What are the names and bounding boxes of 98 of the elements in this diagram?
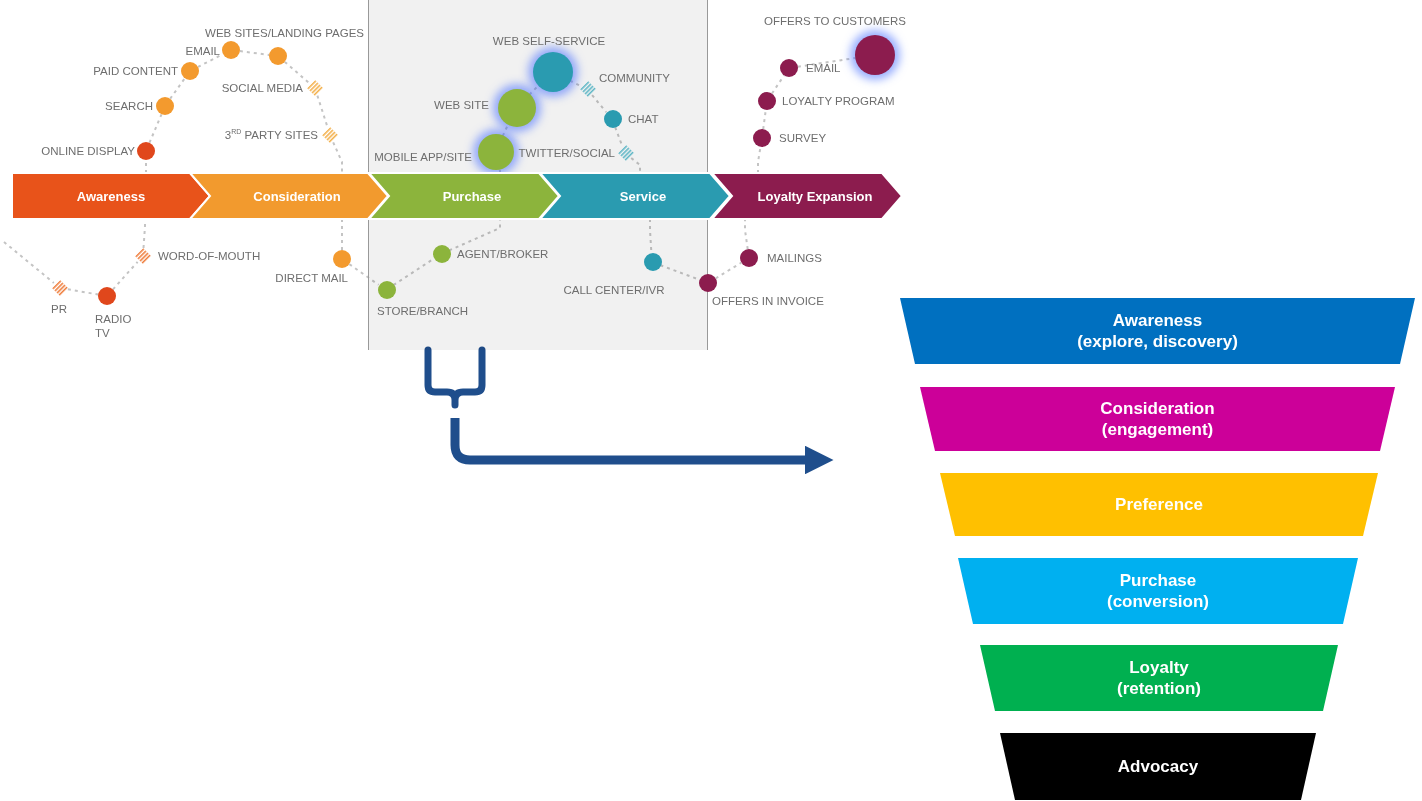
channel-label: PAID CONTENT xyxy=(93,64,178,78)
channel-label: CALL CENTER/IVR xyxy=(563,283,665,297)
funnel-stage xyxy=(940,473,1378,536)
hatched-channel-marker xyxy=(135,248,151,264)
channel-dot xyxy=(222,41,240,59)
funnel-stage xyxy=(900,298,1415,364)
dashed-connector xyxy=(448,218,501,252)
funnel-stage-title: Awareness xyxy=(1112,310,1203,331)
dashed-connector xyxy=(501,124,509,137)
channel-label: LOYALTY PROGRAM xyxy=(782,94,895,108)
hatched-channel-marker xyxy=(307,80,323,96)
dashed-connector xyxy=(714,261,743,280)
channel-label: COMMUNITY xyxy=(599,71,670,85)
channel-label: WEB SITES/LANDING PAGES xyxy=(205,26,364,40)
funnel-stage xyxy=(920,387,1395,451)
channel-dot xyxy=(378,281,396,299)
channel-dot xyxy=(433,245,451,263)
channel-dot xyxy=(137,142,155,160)
funnel-stage-subtitle: (engagement) xyxy=(1101,419,1214,440)
channel-dot xyxy=(181,62,199,80)
dashed-connector xyxy=(169,77,186,100)
channel-label: WEB SITE xyxy=(434,98,489,112)
channel-dot xyxy=(533,52,573,92)
channel-label: STORE/BRANCH xyxy=(377,304,469,318)
channel-label: OFFERS TO CUSTOMERS xyxy=(764,14,906,28)
funnel-stage xyxy=(958,558,1358,624)
dashed-connector xyxy=(744,218,749,251)
channel-label: ONLINE DISPLAY xyxy=(41,144,135,158)
hatched-channel-marker xyxy=(52,280,68,296)
channel-dot xyxy=(855,35,895,75)
funnel-stage-subtitle: (conversion) xyxy=(1107,591,1209,612)
dashed-connector xyxy=(3,241,55,284)
channel-dot xyxy=(753,129,771,147)
hatched-channel-marker xyxy=(580,81,596,97)
dashed-connector xyxy=(341,218,343,251)
channel-dot xyxy=(644,253,662,271)
stage-label: Awareness xyxy=(76,188,146,204)
dashed-connector xyxy=(528,85,539,96)
channel-label: SOCIAL MEDIA xyxy=(221,81,303,95)
dashed-connector xyxy=(148,113,163,144)
dashed-connector xyxy=(66,288,100,296)
channel-dot xyxy=(699,274,717,292)
dashed-connector xyxy=(238,50,271,56)
funnel-stage-title: Preference xyxy=(1115,494,1203,515)
channel-label: EMAIL xyxy=(806,61,841,75)
channel-dot xyxy=(478,134,514,170)
stage-label: Loyalty Expansion xyxy=(757,188,873,204)
stage-label: Service xyxy=(619,188,667,204)
dashed-connector xyxy=(112,260,139,291)
funnel-stage xyxy=(1000,733,1316,800)
funnel-stage-title: Purchase xyxy=(1119,570,1197,591)
funnel-stage-title: Consideration xyxy=(1100,398,1215,419)
channel-dot xyxy=(758,92,776,110)
hatched-channel-marker xyxy=(322,127,338,143)
hatched-channel-marker xyxy=(618,145,634,161)
channel-dot xyxy=(498,89,536,127)
dashed-connector xyxy=(591,94,608,114)
channel-label: RADIO TV xyxy=(95,312,133,340)
channel-label: AGENT/BROKER xyxy=(457,247,549,261)
channel-dot xyxy=(740,249,758,267)
channel-label: OFFERS IN INVOICE xyxy=(712,294,824,308)
channel-label: MOBILE APP/SITE xyxy=(374,150,472,164)
channel-dot xyxy=(156,97,174,115)
stage-label: Consideration xyxy=(253,188,341,204)
channel-dot xyxy=(780,59,798,77)
dashed-connector xyxy=(630,157,641,174)
dashed-connector xyxy=(569,79,581,87)
channel-label: EMAIL xyxy=(185,44,220,58)
funnel-stage-title: Advocacy xyxy=(1117,756,1199,777)
dashed-connector xyxy=(283,60,310,84)
highlight-panel xyxy=(368,0,708,350)
channel-dot xyxy=(333,250,351,268)
channel-label: SURVEY xyxy=(779,131,827,145)
channel-dot xyxy=(604,110,622,128)
channel-label: WORD-OF-MOUTH xyxy=(158,249,261,263)
funnel-stage-title: Loyalty xyxy=(1129,657,1189,678)
stage-banner xyxy=(540,173,730,219)
stage-banner xyxy=(12,173,210,219)
stage-banner xyxy=(712,173,902,219)
dashed-connector xyxy=(796,57,857,68)
channel-dot xyxy=(269,47,287,65)
channel-label: SEARCH xyxy=(105,99,153,113)
channel-label: MAILINGS xyxy=(767,251,822,265)
stage-banner xyxy=(190,173,388,219)
channel-label: DIRECT MAIL xyxy=(275,271,348,285)
dashed-connector xyxy=(348,263,380,286)
channel-label: 3$^{RD}$ PARTY SITES xyxy=(224,128,318,142)
channel-label: CHAT xyxy=(628,112,659,126)
dashed-connector xyxy=(332,141,343,174)
funnel-stage-subtitle: (explore, discovery) xyxy=(1077,331,1238,352)
channel-dot xyxy=(98,287,116,305)
channel-label: TWITTER/SOCIAL xyxy=(518,146,615,160)
channel-label: WEB SELF-SERVICE xyxy=(492,34,606,48)
channel-label: PR xyxy=(51,302,67,316)
dashed-connector xyxy=(614,126,624,147)
bracket-arrow xyxy=(424,346,834,475)
funnel-stage xyxy=(980,645,1338,711)
funnel-stage-subtitle: (retention) xyxy=(1116,678,1201,699)
